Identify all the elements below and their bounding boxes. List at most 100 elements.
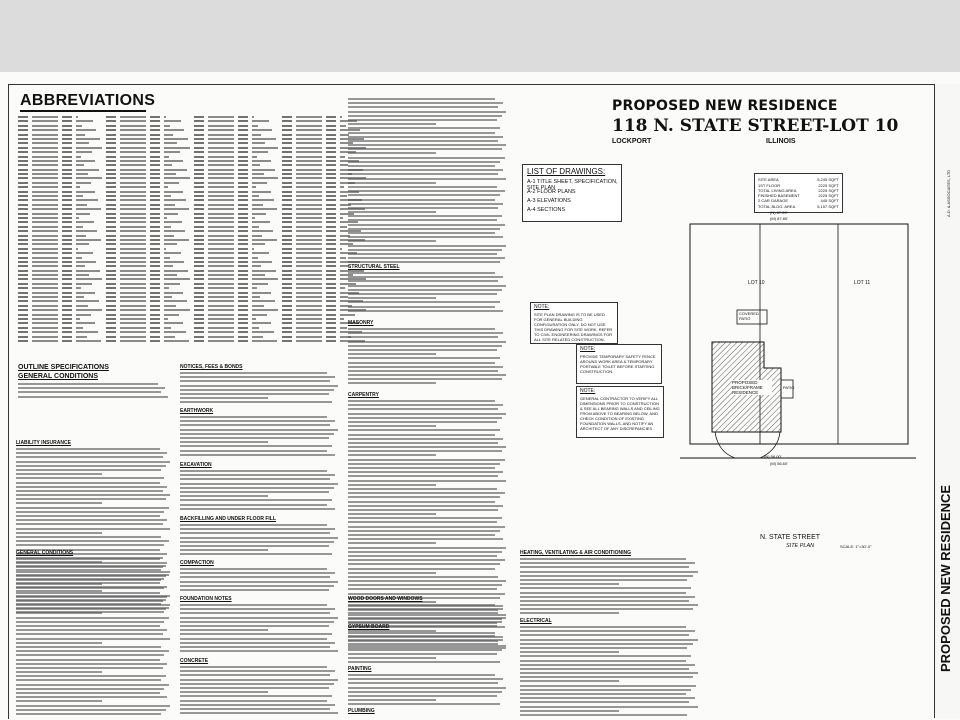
text-line: [348, 123, 436, 126]
abbreviation-row: [194, 203, 263, 206]
text-line: [180, 691, 268, 694]
notices-fees-heading: NOTICES, FEES & BONDS: [180, 364, 243, 370]
text-line: [16, 473, 102, 476]
abbreviations-column-4: [282, 116, 368, 356]
text-line: [348, 284, 507, 287]
text-line: [348, 604, 496, 606]
abbreviations-column-1: [18, 116, 104, 356]
text-line: [348, 148, 502, 151]
abbreviation-row: [106, 199, 186, 202]
abbreviation-row: [18, 133, 86, 136]
text-line: [16, 515, 160, 517]
abbreviation-row: [282, 186, 344, 189]
text-line: [16, 468, 162, 471]
abbreviation-row: [282, 173, 352, 176]
abbreviation-row: [282, 269, 364, 272]
abbreviation-row: [18, 313, 92, 316]
text-line: [348, 608, 504, 611]
abbreviation-row: [194, 309, 279, 312]
text-line: [348, 690, 502, 693]
abbreviation-row: [282, 260, 361, 263]
text-line: [180, 376, 336, 379]
dim-bottom-m: (M) 56.60': [770, 461, 788, 466]
text-line: [180, 624, 329, 627]
text-line: [348, 135, 504, 138]
sheet-border: [8, 84, 935, 719]
abbreviation-row: [282, 304, 352, 307]
abbreviation-row: [282, 216, 344, 219]
carpentry-heading: CARPENTRY: [348, 392, 379, 398]
drawing-sheet: ABBREVIATIONS OUTLINE SPECIFICATIONS GEN…: [0, 72, 960, 720]
text-line: [16, 708, 166, 711]
painting-text: [348, 674, 508, 708]
abbreviation-row: [194, 146, 280, 149]
abbreviation-row: [18, 300, 99, 303]
text-line: [520, 672, 699, 675]
drawing-item: A-1 TITLE SHEET, SPECIFICATION, SITE PLA…: [527, 179, 618, 191]
text-line: [16, 566, 163, 569]
abbreviation-row: [106, 116, 167, 118]
text-line: [180, 507, 336, 510]
abbreviation-row: [194, 304, 264, 307]
text-line: [348, 202, 504, 205]
abbreviation-row: [106, 133, 174, 136]
text-line: [348, 616, 507, 619]
abbreviation-row: [194, 300, 275, 303]
residence-label: PROPOSED BRICK/FRAME RESIDENCE: [732, 380, 772, 395]
text-line: [520, 701, 690, 704]
text-line: [16, 556, 163, 559]
text-line: [180, 486, 334, 489]
stat-label: 2 CAR GARAGE: [758, 198, 789, 203]
abbreviation-row: [282, 331, 362, 334]
abbreviation-row: [194, 291, 272, 294]
text-line: [16, 527, 171, 530]
text-line: [16, 671, 102, 674]
text-line: [348, 152, 436, 155]
abbreviation-row: [282, 252, 357, 255]
text-line: [348, 173, 499, 176]
text-line: [348, 605, 504, 608]
abbreviation-row: [194, 181, 268, 184]
drawing-item: A-3 ELEVATIONS: [527, 198, 571, 204]
text-line: [180, 474, 336, 477]
text-line: [348, 620, 502, 623]
text-line: [16, 650, 169, 653]
abbreviation-row: [282, 234, 350, 237]
abbreviations-underline: [20, 110, 146, 112]
abbreviation-row: [282, 212, 355, 215]
text-line: [16, 519, 168, 522]
text-line: [16, 569, 162, 572]
text-line: [348, 644, 507, 647]
text-line: [180, 432, 334, 435]
text-line: [180, 616, 339, 619]
text-line: [16, 552, 168, 555]
text-line: [348, 567, 496, 570]
text-line: [348, 232, 496, 234]
abbreviation-row: [106, 256, 170, 259]
text-line: [348, 353, 436, 356]
text-line: [520, 713, 688, 716]
text-line: [348, 194, 500, 197]
abbreviation-row: [282, 313, 356, 316]
text-line: [520, 591, 686, 594]
text-line: [180, 645, 331, 648]
text-line: [180, 540, 334, 543]
text-line: [348, 636, 504, 639]
abbreviation-row: [106, 238, 189, 241]
text-line: [16, 620, 165, 623]
text-line: [16, 570, 171, 573]
text-line: [180, 612, 331, 615]
stat-label: SITE AREA: [758, 177, 779, 182]
abbreviation-row: [18, 199, 98, 202]
abbreviation-row: [106, 252, 181, 255]
text-line: [180, 604, 328, 606]
abbreviation-row: [194, 186, 256, 189]
text-line: [348, 177, 507, 180]
text-line: [520, 562, 695, 565]
text-line: [520, 663, 695, 666]
abbreviation-row: [106, 291, 184, 294]
text-line: [180, 380, 331, 383]
lot-10-label: LOT 10: [748, 280, 765, 286]
text-line: [16, 696, 168, 699]
